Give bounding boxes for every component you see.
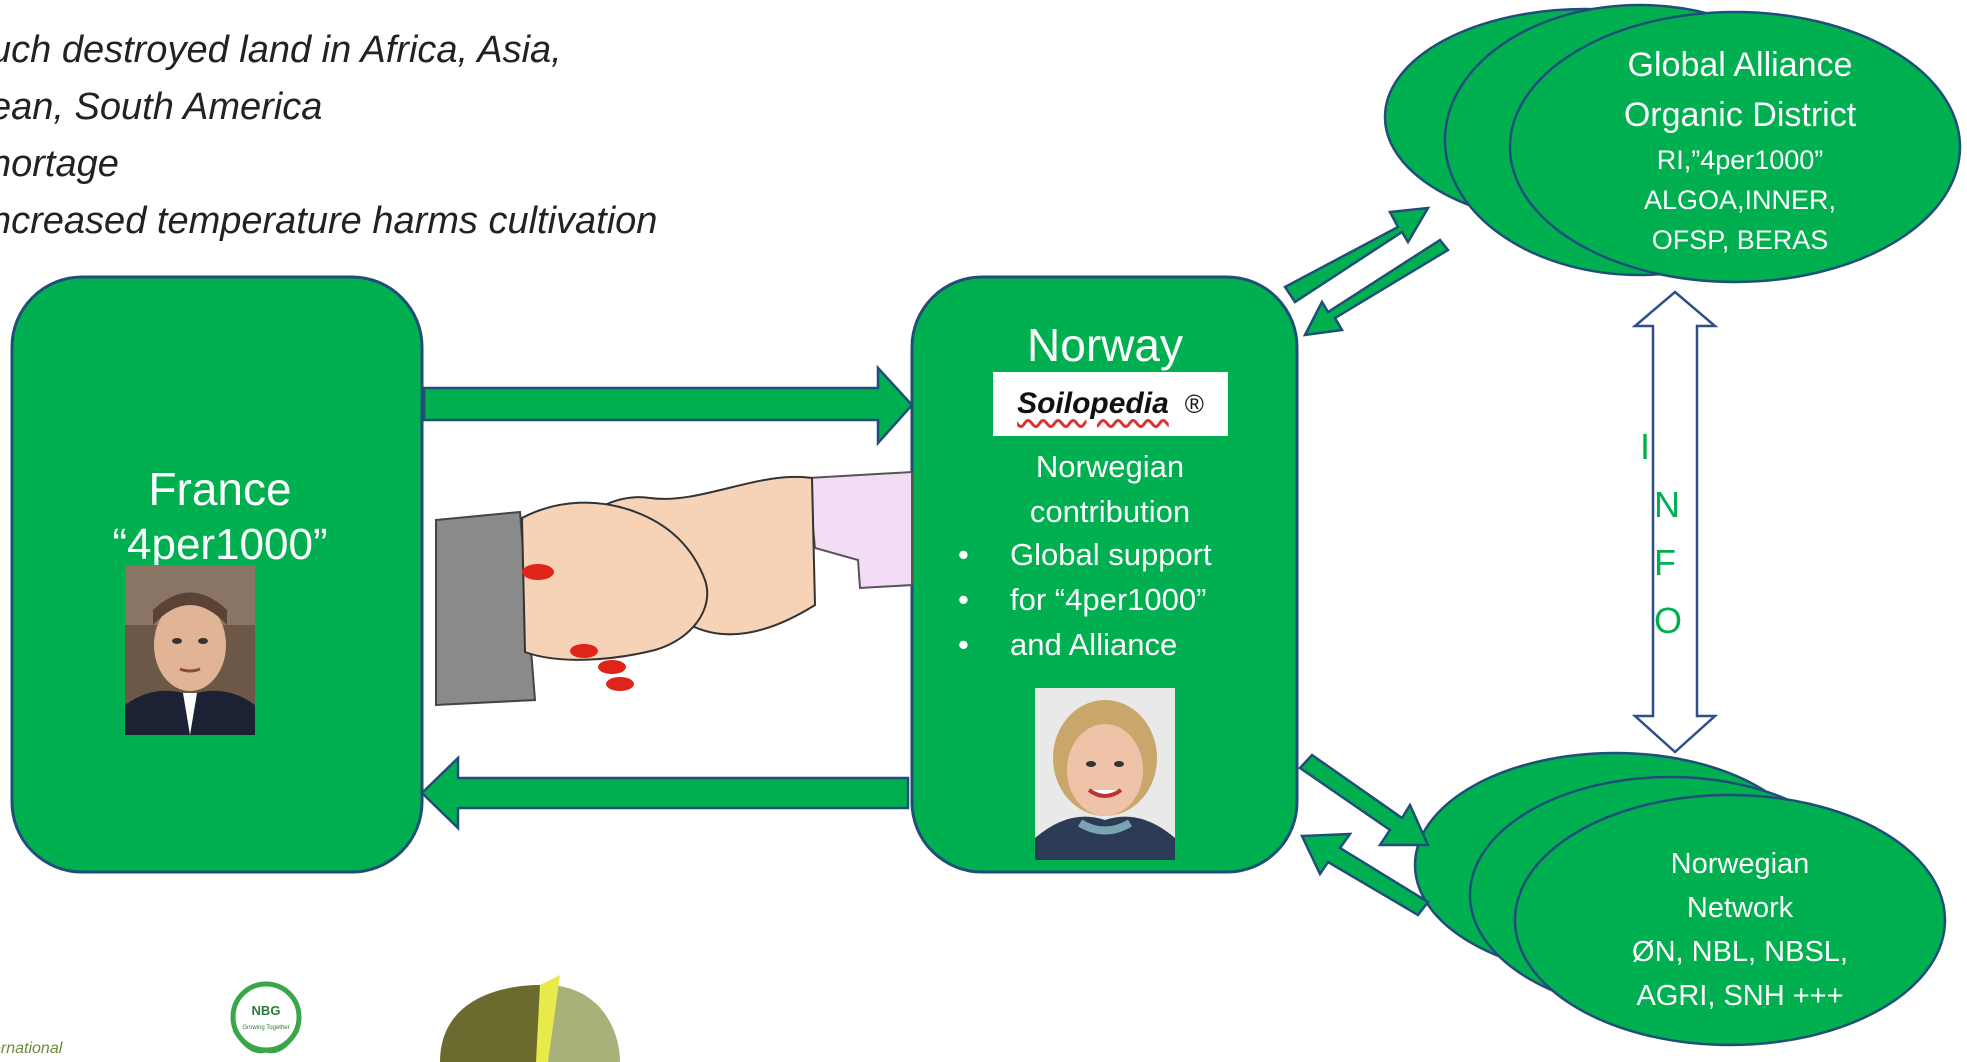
network-line: Network <box>1686 892 1794 924</box>
partner-logo-text: ernational <box>0 1040 63 1057</box>
global-alliance-ellipse-front <box>1508 10 1962 284</box>
problem-item: ncreased temperature harms cultivation <box>0 200 658 242</box>
registered-mark: ® <box>1184 388 1204 419</box>
info-letter: I <box>1640 426 1651 467</box>
leaf-logo-icon <box>440 975 620 1062</box>
global-alliance-text: Global Alliance Organic District RI,”4pe… <box>1540 40 1940 260</box>
info-letter: N <box>1654 484 1680 525</box>
problem-item: hortage <box>0 143 119 185</box>
svg-text:Growing Together: Growing Together <box>242 1025 289 1031</box>
support-line: for “4per1000” <box>958 577 1270 622</box>
soilopedia-text: Soilopedia <box>1017 387 1169 420</box>
soilopedia-logo: Soilopedia ® <box>993 372 1228 436</box>
network-line: ØN, NBL, NBSL, <box>1632 936 1848 968</box>
problem-item: ean, South America <box>0 86 323 128</box>
network-ellipse-front <box>1513 793 1947 1047</box>
network-line: Norwegian <box>1670 848 1810 880</box>
info-letter: O <box>1654 600 1683 641</box>
problem-item: uch destroyed land in Africa, Asia, <box>0 29 562 71</box>
norwegian-contribution: Norwegian contribution <box>975 444 1245 534</box>
alliance-line: Organic District <box>1623 96 1857 134</box>
contribution-line: Norwegian <box>1035 449 1185 484</box>
alliance-member-line: ALGOA,INNER, <box>1643 185 1837 215</box>
svg-text:NBG: NBG <box>252 1003 281 1018</box>
arrow-france-to-norway <box>422 364 914 447</box>
norway-title: Norway <box>1027 319 1183 371</box>
support-line: Global support <box>958 532 1270 577</box>
contribution-line: contribution <box>1029 494 1191 529</box>
person-photo-icon <box>125 565 255 735</box>
arrow-norway-to-alliance <box>1283 206 1431 304</box>
nbg-logo-icon: NBG Growing Together <box>230 981 302 1054</box>
arrow-norway-to-france <box>420 755 910 831</box>
info-letter: F <box>1654 542 1676 583</box>
info-label: I N F O <box>1640 418 1682 650</box>
info-double-arrow <box>1631 290 1719 754</box>
alliance-line: Global Alliance <box>1627 46 1853 84</box>
norwegian-network-text: Norwegian Network ØN, NBL, NBSL, AGRI, S… <box>1560 842 1920 1018</box>
network-line: AGRI, SNH +++ <box>1636 980 1844 1012</box>
france-subtitle: “4per1000” <box>112 520 328 569</box>
arrow-network-to-norway <box>1300 832 1430 917</box>
alliance-member-line: OFSP, BERAS <box>1651 225 1829 255</box>
person-photo-icon <box>1035 688 1175 860</box>
problem-list: uch destroyed land in Africa, Asia, ean,… <box>0 22 657 250</box>
arrow-norway-to-network <box>1298 753 1430 847</box>
support-line: and Alliance <box>958 622 1270 667</box>
france-title: France <box>148 463 292 515</box>
arrow-alliance-to-norway <box>1302 238 1450 337</box>
handshake-icon <box>435 470 913 707</box>
norway-support-list: Global support for “4per1000” and Allian… <box>958 532 1270 667</box>
alliance-member-line: RI,”4per1000” <box>1656 145 1824 175</box>
